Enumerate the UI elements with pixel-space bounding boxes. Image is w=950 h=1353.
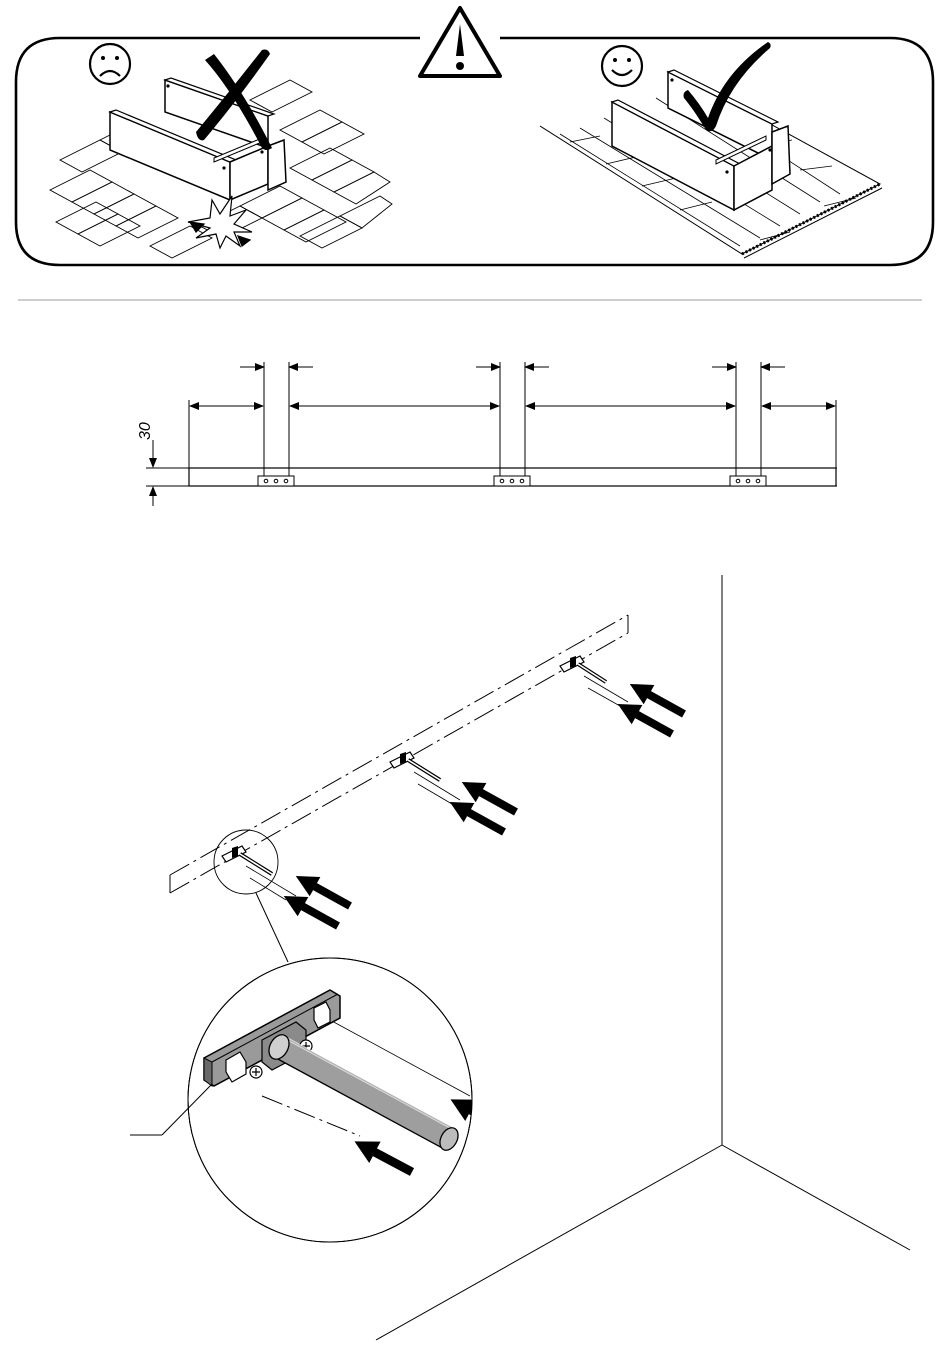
bracket-marker-1: [258, 362, 294, 486]
wrong-panel: [40, 44, 392, 258]
wall-bracket-2: [390, 752, 440, 780]
happy-face-icon: [602, 46, 642, 86]
height-label: 30: [137, 422, 154, 440]
sad-face-icon: [90, 44, 130, 84]
wall-bracket-3: [560, 656, 606, 682]
breakage-burst-icon: [188, 196, 252, 248]
bracket-marker-2: [494, 362, 530, 486]
bracket-closeup: [188, 958, 514, 1242]
push-arrow-pair-3: [612, 674, 689, 743]
installation-diagram: [130, 575, 910, 1340]
callout-circle: [214, 830, 278, 894]
push-arrow-pair-1: [278, 866, 355, 935]
correct-panel: [540, 42, 882, 258]
wall-bracket-1: [222, 846, 272, 874]
bracket-marker-3: [730, 362, 766, 486]
height-dimension: 30: [137, 422, 189, 506]
warning-triangle-icon: [420, 8, 500, 76]
push-arrow-pair-2: [444, 772, 521, 841]
dimension-diagram: 30: [137, 362, 840, 506]
warning-banner: [16, 8, 933, 265]
